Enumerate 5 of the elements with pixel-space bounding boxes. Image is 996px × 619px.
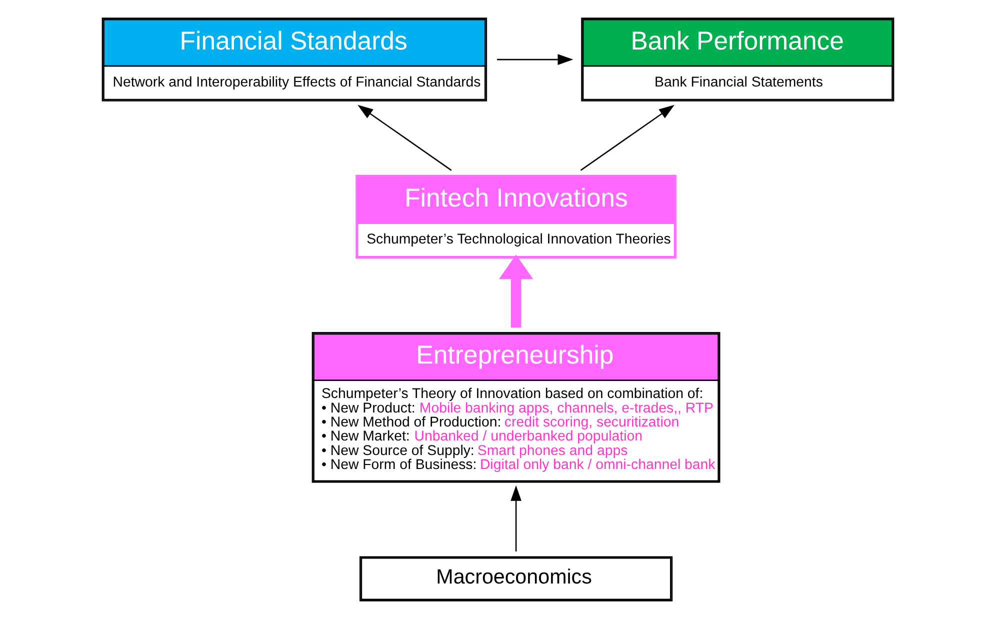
arrow bbox=[358, 104, 452, 171]
arrow bbox=[497, 54, 574, 65]
arrow bbox=[498, 254, 534, 328]
arrow bbox=[580, 104, 674, 171]
arrow bbox=[510, 485, 522, 552]
